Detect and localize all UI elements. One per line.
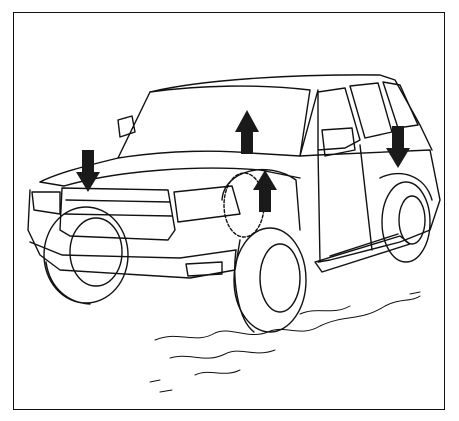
front-right-hub xyxy=(260,244,300,312)
bumper xyxy=(30,242,236,258)
rear-right-tire xyxy=(382,182,430,262)
front-left-hub xyxy=(70,218,122,286)
fog-light xyxy=(186,262,222,276)
roof-outline xyxy=(150,75,432,150)
grille-bar-1 xyxy=(66,200,170,202)
door-line-2 xyxy=(360,145,372,250)
grille-bar-2 xyxy=(64,214,172,216)
terrain-line-3 xyxy=(195,370,240,375)
front-right-wheel-up-arrow xyxy=(253,170,277,212)
front-left-wheel-down-arrow xyxy=(76,150,100,192)
terrain-line-2 xyxy=(170,350,275,358)
terrain-mark-2 xyxy=(160,390,172,392)
terrain-mark-3 xyxy=(410,292,420,294)
door-line-1 xyxy=(318,150,320,262)
headlight-right xyxy=(174,186,240,222)
terrain-mark-1 xyxy=(150,380,160,382)
rocker-panel xyxy=(315,236,410,272)
hood-outline xyxy=(40,158,118,182)
hood-up-arrow xyxy=(235,110,259,154)
windshield xyxy=(118,86,310,158)
front-right-tire-tread xyxy=(235,250,254,332)
left-mirror xyxy=(118,116,135,137)
terrain-line-4 xyxy=(300,306,350,314)
right-mirror xyxy=(322,128,355,156)
terrain-line-1 xyxy=(155,296,420,340)
front-left-tire-shadow xyxy=(46,262,90,304)
headlight-left xyxy=(32,192,60,214)
hood-front-edge xyxy=(40,182,64,186)
front-right-tire xyxy=(234,228,306,332)
